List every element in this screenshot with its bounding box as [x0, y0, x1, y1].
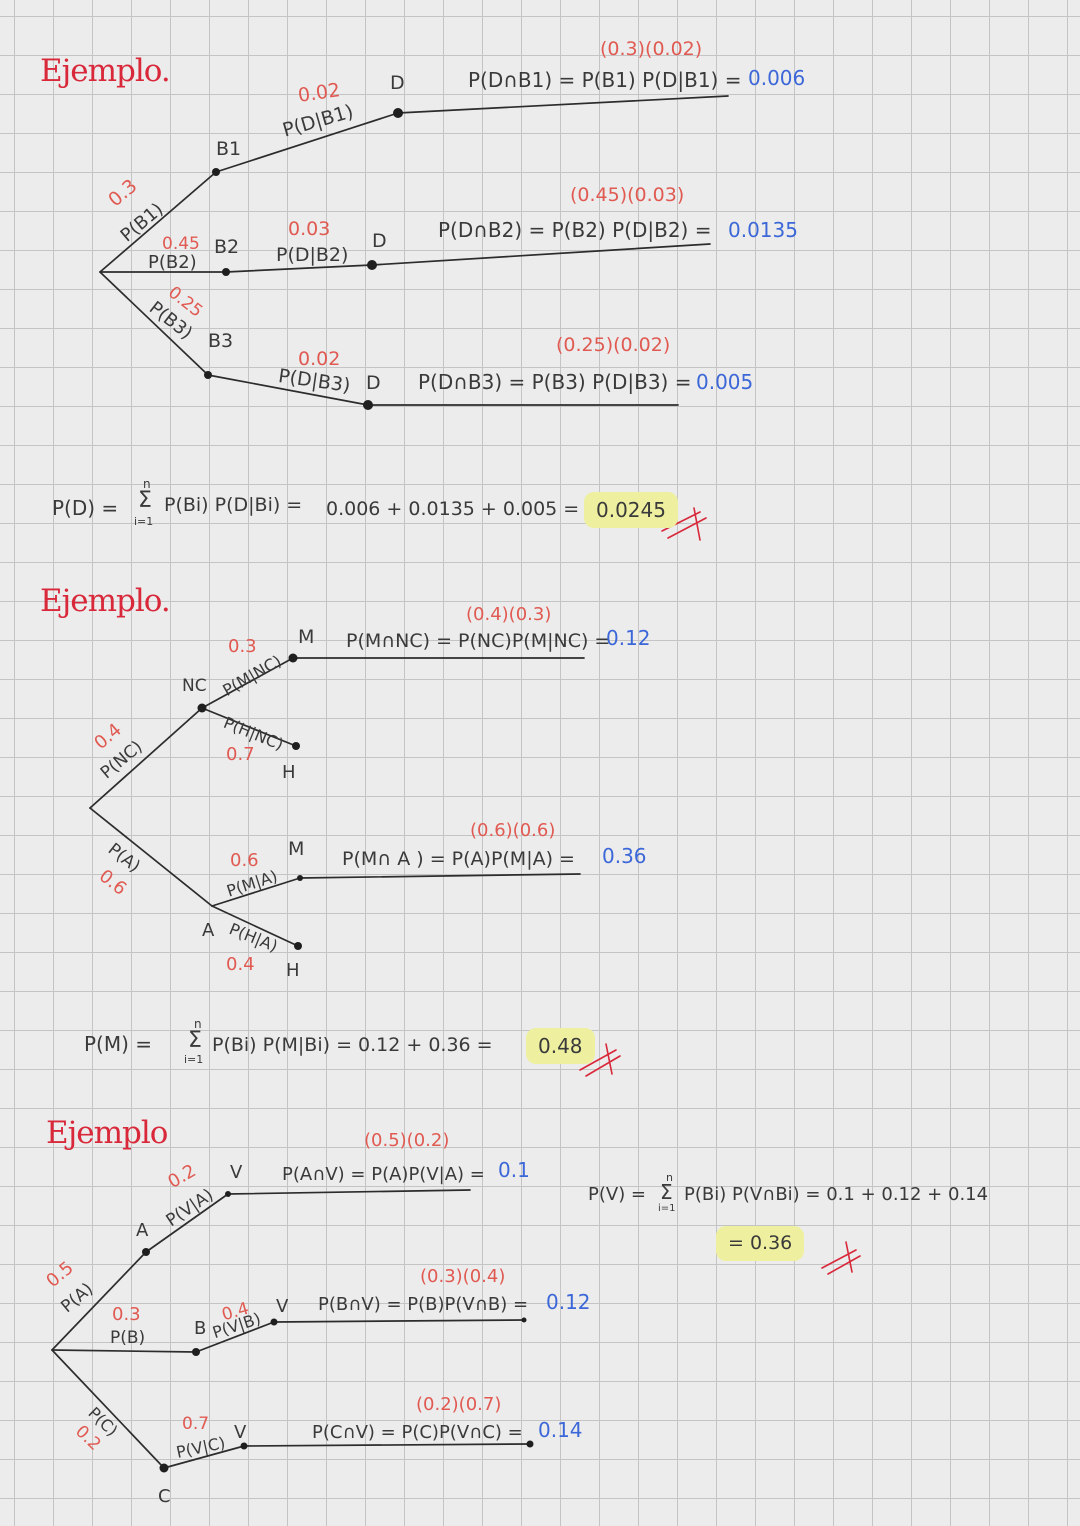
ex2-m-nc-prob: 0.3 — [228, 636, 257, 657]
ex1-branch2-prob: 0.45 — [162, 234, 200, 254]
ex3-calc3-eq: P(C∩V) = P(C)P(V∩C) = — [312, 1422, 523, 1443]
ex3-b-node: B — [194, 1318, 207, 1339]
ex1-node-b3: B3 — [208, 330, 234, 352]
ex3-va-end: V — [230, 1162, 243, 1183]
ex2-calc2-eq: P(M∩ A ) = P(A)P(M|A) = — [342, 848, 575, 870]
ex1-calc3-eq: P(D∩B3) = P(B3) P(D|B3) = — [418, 370, 692, 394]
ex3-total-result: = 0.36 — [716, 1226, 805, 1261]
ex3-calc2-result: 0.12 — [546, 1290, 591, 1314]
ex2-h-nc-end: H — [282, 762, 296, 783]
ex2-calc2-result: 0.36 — [602, 844, 647, 868]
ex3-a-node: A — [136, 1220, 149, 1241]
ex2-calc2-top: (0.6)(0.6) — [470, 820, 556, 841]
ex3-calc2-eq: P(B∩V) = P(B)P(V∩B) = — [318, 1294, 529, 1315]
ex1-node-b1: B1 — [216, 138, 242, 160]
ex3-calc1-result: 0.1 — [498, 1158, 530, 1182]
ex3-total-expr: P(Bi) P(V∩Bi) = 0.1 + 0.12 + 0.14 — [684, 1184, 989, 1205]
ex3-sum-lower: i=1 — [658, 1203, 676, 1214]
ex3-vc-end: V — [234, 1422, 247, 1443]
ex3-calc2-top: (0.3)(0.4) — [420, 1266, 506, 1287]
ex2-tree — [89, 653, 621, 1077]
ex1-total-lhs: P(D) = — [52, 496, 119, 520]
ex1-calc2-result: 0.0135 — [728, 218, 798, 242]
ex2-sum-lower: i=1 — [184, 1053, 204, 1066]
ex1-sub2-label: P(D|B2) — [276, 244, 349, 266]
ex3-c-node: C — [158, 1486, 171, 1507]
ex1-sub3-prob: 0.02 — [298, 348, 341, 370]
ex1-sub3-end: D — [366, 372, 381, 394]
ex2-total-expr: P(Bi) P(M|Bi) = 0.12 + 0.36 = — [212, 1034, 493, 1056]
ex3-b-label: P(B) — [110, 1328, 146, 1348]
ex1-total-result: 0.0245 — [584, 492, 678, 528]
ex2-calc1-top: (0.4)(0.3) — [466, 604, 552, 625]
ex1-sum-symbol: Σ — [138, 488, 152, 513]
ex3-tree — [51, 1189, 861, 1473]
ex1-tree — [99, 95, 729, 541]
ex1-sub2-prob: 0.03 — [288, 218, 331, 240]
ex3-sum-upper: n — [666, 1171, 673, 1184]
ex1-calc2-eq: P(D∩B2) = P(B2) P(D|B2) = — [438, 218, 712, 242]
ex1-branch2-label: P(B2) — [148, 252, 197, 273]
ex2-calc1-eq: P(M∩NC) = P(NC)P(M|NC) = — [346, 630, 611, 652]
ex2-a-node: A — [202, 920, 215, 941]
ex3-sum-symbol: Σ — [660, 1180, 673, 1204]
ex3-title: Ejemplo — [46, 1115, 168, 1151]
ex2-h-a-end: H — [286, 960, 300, 981]
ex1-node-b2: B2 — [214, 236, 240, 258]
ex1-sub1-end: D — [390, 72, 405, 94]
ex1-calc2-top: (0.45)(0.03) — [570, 184, 685, 206]
ex2-total-result: 0.48 — [526, 1028, 595, 1064]
ex2-total-lhs: P(M) = — [84, 1032, 153, 1056]
ex2-calc1-result: 0.12 — [606, 626, 651, 650]
ex1-calc1-top: (0.3)(0.02) — [600, 38, 703, 60]
ex3-vb-end: V — [276, 1296, 289, 1317]
ex2-m-a-end: M — [288, 838, 305, 860]
ex2-nc-node: NC — [182, 676, 207, 696]
ex2-title: Ejemplo. — [40, 583, 171, 619]
ex3-calc3-result: 0.14 — [538, 1418, 583, 1442]
ex2-h-nc-prob: 0.7 — [226, 744, 255, 765]
ex2-m-a-prob: 0.6 — [230, 850, 259, 871]
ex3-total-lhs: P(V) = — [588, 1184, 647, 1205]
ex1-calc1-eq: P(D∩B1) = P(B1) P(D|B1) = — [468, 68, 742, 92]
ex1-title: Ejemplo. — [40, 53, 171, 89]
ex1-sub2-end: D — [372, 230, 387, 252]
ex1-sum-upper: n — [143, 477, 151, 491]
ex3-calc3-top: (0.2)(0.7) — [416, 1394, 502, 1415]
ex1-calc3-result: 0.005 — [696, 370, 754, 394]
ex1-total-expr: P(Bi) P(D|Bi) = — [164, 494, 303, 516]
ex1-sum-lower: i=1 — [134, 515, 154, 528]
ex1-total-values: 0.006 + 0.0135 + 0.005 = — [326, 498, 580, 520]
ex3-calc1-eq: P(A∩V) = P(A)P(V|A) = — [282, 1164, 485, 1185]
ex2-h-a-prob: 0.4 — [226, 954, 255, 975]
ex3-b-prob: 0.3 — [112, 1304, 141, 1325]
ex2-sum-upper: n — [194, 1017, 202, 1031]
ex3-vc-prob: 0.7 — [182, 1414, 210, 1434]
ex2-m-nc-end: M — [298, 626, 315, 648]
ex3-calc1-top: (0.5)(0.2) — [364, 1130, 450, 1151]
ex2-sum-symbol: Σ — [188, 1028, 202, 1053]
ex1-calc1-result: 0.006 — [748, 66, 806, 90]
ex1-calc3-top: (0.25)(0.02) — [556, 334, 671, 356]
